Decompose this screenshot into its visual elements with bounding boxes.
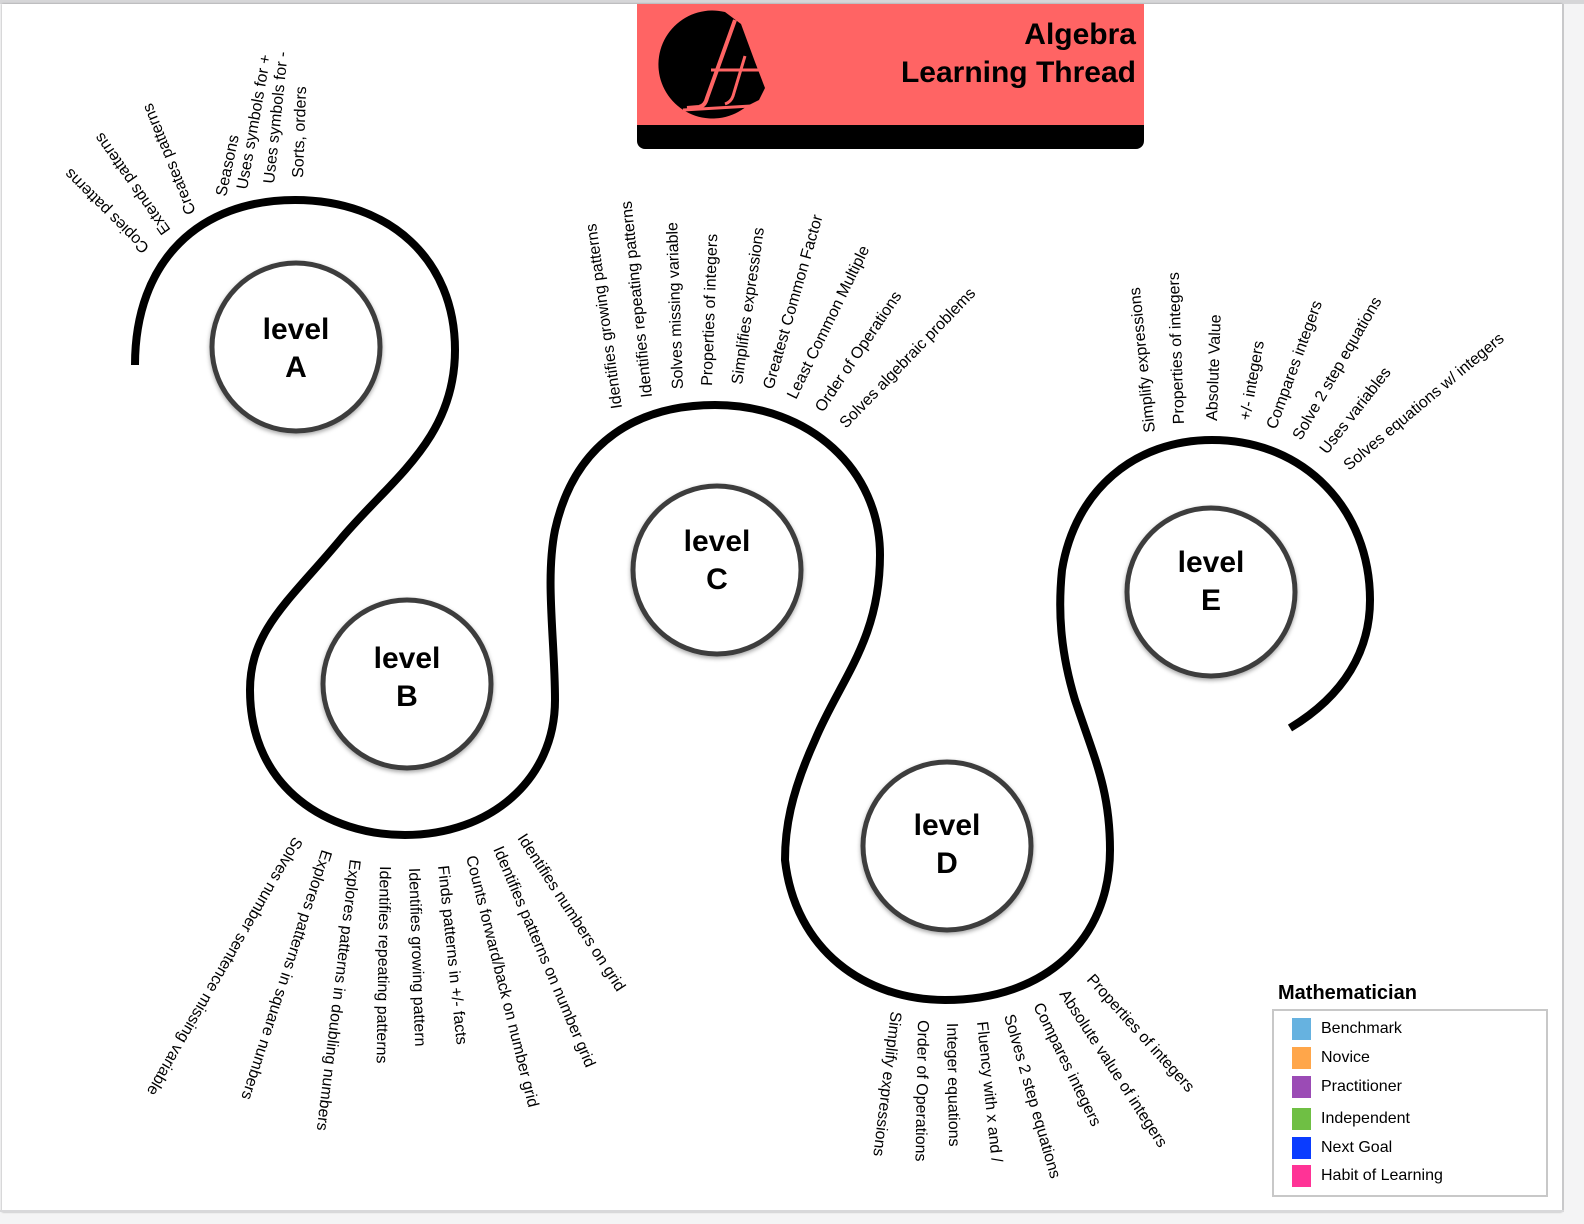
level-d-letter: D: [936, 847, 958, 880]
skill-label[interactable]: Order of Operations: [912, 1020, 931, 1162]
title-banner: Algebra Learning Thread: [637, 4, 1144, 149]
page-title: Algebra Learning Thread: [901, 16, 1136, 92]
legend-item-practitioner: Practitioner: [1292, 1076, 1402, 1098]
skill-label[interactable]: Explores patterns in square numbers: [237, 848, 334, 1102]
level-b-skills: Solves number sentence missing variable …: [143, 831, 628, 1132]
level-node-a[interactable]: level A: [209, 260, 383, 434]
level-c-letter: C: [706, 563, 728, 596]
window-top-edge: [0, 0, 1584, 4]
skill-label[interactable]: Properties of integers: [699, 234, 721, 387]
skill-label[interactable]: Identifies growing pattern: [405, 868, 428, 1047]
skill-label[interactable]: Simplify expressions: [1127, 287, 1159, 434]
legend-item-benchmark: Benchmark: [1292, 1018, 1402, 1040]
level-b-letter: B: [396, 680, 418, 713]
legend-label: Habit of Learning: [1321, 1167, 1443, 1184]
level-d-skills: Simplify expressions Order of Operations…: [869, 971, 1197, 1180]
skill-label[interactable]: Properties of integers: [1166, 272, 1188, 425]
legend-label: Novice: [1321, 1049, 1370, 1066]
learning-thread-path: [131, 195, 1375, 1005]
skill-label[interactable]: Counts forward/back on number grid: [462, 854, 541, 1109]
skill-label[interactable]: Absolute Value: [1204, 314, 1225, 421]
level-a-letter: A: [285, 351, 307, 384]
skill-label[interactable]: Identifies repeating patterns: [618, 200, 656, 398]
skill-label[interactable]: Finds patterns in +/- facts: [434, 865, 470, 1046]
legend-swatch: [1292, 1047, 1311, 1069]
legend-item-novice: Novice: [1292, 1047, 1370, 1069]
legend-swatch: [1292, 1165, 1311, 1187]
level-a-skills: Copies patterns Extends patterns Creates…: [62, 51, 311, 256]
level-node-e[interactable]: level E: [1124, 505, 1298, 679]
level-node-c[interactable]: level C: [630, 483, 804, 657]
level-e-letter: E: [1201, 584, 1221, 617]
level-node-d[interactable]: level D: [860, 759, 1034, 933]
skill-label[interactable]: Integer equations: [943, 1023, 962, 1147]
level-d-circle: [860, 759, 1034, 933]
legend-title: Mathematician: [1278, 982, 1417, 1004]
skill-label[interactable]: Identifies repeating patterns: [373, 866, 393, 1064]
legend: Benchmark Novice Practitioner Independen…: [1272, 1009, 1548, 1197]
level-a-circle: [209, 260, 383, 434]
legend-item-independent: Independent: [1292, 1108, 1410, 1130]
skill-label[interactable]: Sorts, orders: [290, 86, 310, 178]
level-a-word: level: [263, 313, 330, 346]
level-c-circle: [630, 483, 804, 657]
skill-label[interactable]: Solves missing variable: [664, 222, 687, 390]
skill-label[interactable]: Simplifies expressions: [729, 226, 768, 385]
skill-label[interactable]: Fluency with x and /: [973, 1021, 1005, 1164]
algebra-logo-icon: [658, 10, 765, 119]
level-e-circle: [1124, 505, 1298, 679]
legend-item-next-goal: Next Goal: [1292, 1137, 1392, 1159]
legend-swatch: [1292, 1108, 1311, 1130]
legend-label: Next Goal: [1321, 1139, 1393, 1156]
title-line-2: Learning Thread: [900, 56, 1136, 89]
level-b-word: level: [374, 642, 441, 675]
legend-swatch: [1292, 1137, 1311, 1159]
level-e-word: level: [1178, 546, 1245, 579]
legend-swatch: [1292, 1018, 1311, 1040]
skill-label[interactable]: +/- integers: [1237, 339, 1268, 421]
title-banner-underline: [637, 125, 1144, 149]
level-b-circle: [320, 597, 494, 771]
skill-label[interactable]: Identifies growing patterns: [583, 222, 626, 409]
title-line-1: Algebra: [1024, 18, 1136, 51]
level-d-word: level: [914, 809, 981, 842]
legend-label: Independent: [1321, 1110, 1410, 1127]
legend-swatch: [1292, 1076, 1311, 1098]
legend-item-habit-of-learning: Habit of Learning: [1292, 1165, 1443, 1187]
legend-label: Practitioner: [1321, 1078, 1402, 1095]
legend-label: Benchmark: [1321, 1020, 1402, 1037]
skill-label[interactable]: Simplify expressions: [869, 1011, 904, 1158]
level-c-word: level: [684, 525, 751, 558]
level-c-skills: Identifies growing patterns Identifies r…: [583, 200, 979, 432]
level-node-b[interactable]: level B: [320, 597, 494, 771]
page-frame-right: [1562, 4, 1564, 1212]
page-frame-bottom: [0, 1210, 1564, 1212]
